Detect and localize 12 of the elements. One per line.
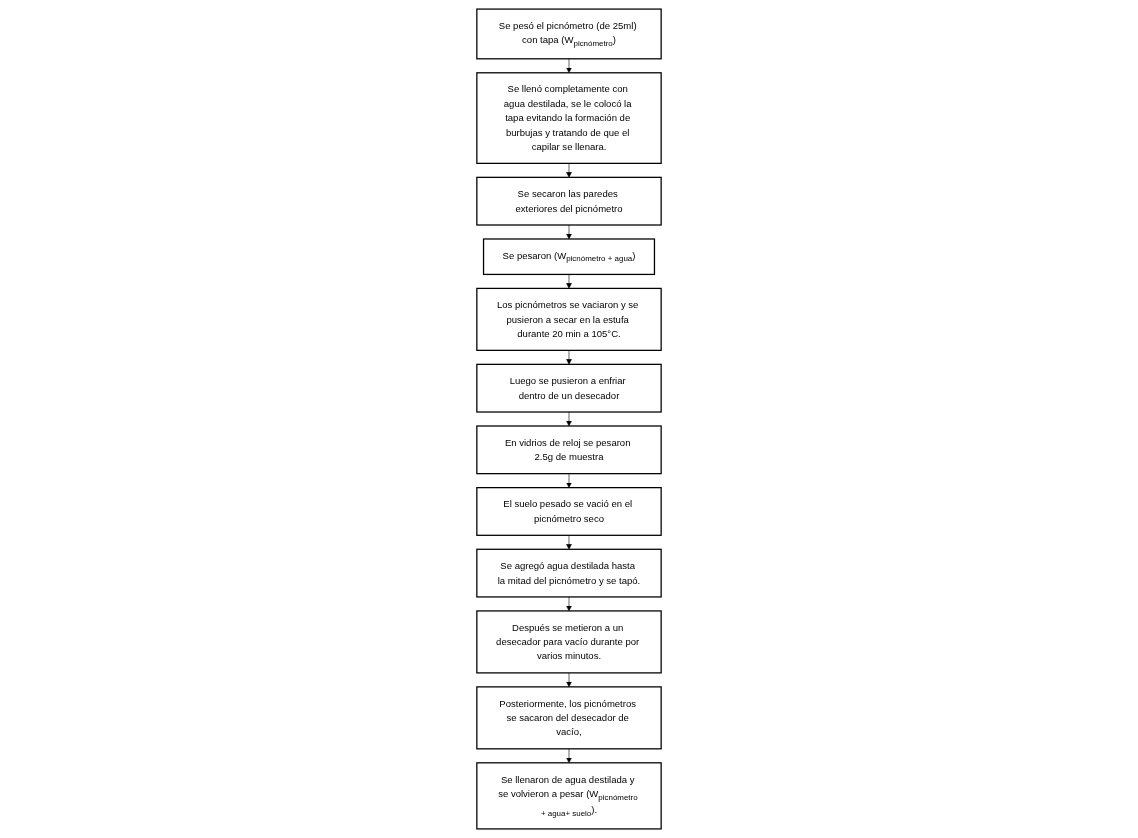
node-box: Se pesó el picnómetro (de 25ml) con tapa (W$_{picnómetro}$): [476, 8, 662, 60]
node-box: Luego se pusieron a enfriar dentro de un desecador: [476, 363, 662, 413]
node-box: Los picnómetros se vaciaron y se pusieron a secar en la estufa durante 20 min a 105°C.: [476, 287, 662, 351]
node-box: El suelo pesado se vació en el picnómetro seco: [476, 487, 662, 536]
node-box: Después se metieron a un desecador para vacío durante por varios minutos.: [476, 610, 662, 674]
node-box: Se secaron las paredes exteriores del picnómetro: [476, 176, 662, 226]
node-box: Se llenó completamente con agua destilada, se le colocó la tapa evitando la formación de burbujas y tratando de que el capilar se llenara.: [476, 72, 662, 164]
node-box: Posteriormente, los picnómetros se sacaron del desecador de vacío,: [476, 686, 662, 750]
node-box: Se pesaron (W$_{picnómetro + agua}$): [482, 238, 656, 276]
node-box: Se llenaron de agua destilada y se volvieron a pesar (W$_{picnómetro}$ $_{+ agua+ suelo}$).: [476, 762, 662, 830]
node-box: En vidrios de reloj se pesaron 2.5g de muestra: [476, 425, 662, 475]
node-box: Se agregó agua destilada hasta la mitad del picnómetro y se tapó.: [476, 548, 662, 598]
